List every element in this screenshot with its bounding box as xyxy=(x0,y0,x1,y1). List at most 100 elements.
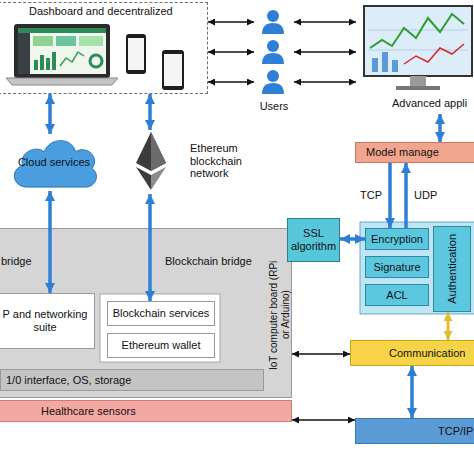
dashboard-panel xyxy=(56,36,76,46)
os-band: 1/0 interface, OS, storage xyxy=(0,369,264,391)
module-box: P and networking suite xyxy=(0,293,95,349)
connector-arrow xyxy=(292,353,350,354)
dashboard-panel xyxy=(79,36,103,46)
user-body xyxy=(262,83,284,94)
dashboard-donut xyxy=(90,55,102,67)
application-node: Advanced appli xyxy=(356,2,474,114)
connector-arrow xyxy=(208,81,254,82)
connector-arrow xyxy=(148,94,152,130)
monitor-screen xyxy=(364,6,472,76)
connector-arrow xyxy=(447,312,450,340)
node-label: Cloud services xyxy=(18,156,90,169)
chart-line xyxy=(370,14,464,48)
monitor-base xyxy=(396,86,440,90)
connector-arrow xyxy=(294,81,356,82)
module-box: Ethereum wallet xyxy=(107,333,215,358)
module-box: Blockchain services xyxy=(107,301,215,326)
connector-arrow xyxy=(410,366,414,418)
ethereum-logo xyxy=(151,132,166,171)
ethereum-logo xyxy=(136,167,151,190)
node-label: IoT computer board (RPi or Arduino) xyxy=(268,259,292,371)
dashboard-bar xyxy=(34,60,38,70)
dashboard-screen xyxy=(18,28,106,74)
cloud-outline xyxy=(14,141,96,187)
security-box: Authentication xyxy=(433,226,471,312)
dashboard-sidebar xyxy=(18,33,30,74)
protocol-label: TCP xyxy=(360,189,382,201)
node-label: Ethereum wallet xyxy=(122,339,201,352)
node-label: P and networking suite xyxy=(0,308,91,333)
chart-line xyxy=(404,44,464,64)
laptop-screen xyxy=(14,24,110,78)
chart-bar xyxy=(382,52,388,72)
connector-arrow xyxy=(438,114,442,142)
connector-arrow xyxy=(294,51,356,52)
dashboard-bar xyxy=(46,58,50,70)
iot-board: bridge Blockchain bridgeIoT computer boar… xyxy=(0,228,292,398)
security-box: ACL xyxy=(365,284,429,306)
communication-bar: Communication xyxy=(350,340,474,366)
connector-arrow xyxy=(340,237,365,241)
connector-arrow xyxy=(292,419,355,420)
security-container xyxy=(360,222,474,314)
blockchain-network: Ethereum blockchain network xyxy=(128,130,260,194)
phone-screen xyxy=(128,38,144,70)
node-label: Blockchain services xyxy=(113,307,210,320)
phone-icon xyxy=(126,34,146,74)
chart-grid xyxy=(368,50,468,51)
chart-bar xyxy=(392,60,398,72)
dashboard-bar xyxy=(52,52,56,70)
node-label: Advanced appli xyxy=(392,97,474,110)
dashboard-header xyxy=(18,28,106,33)
connector-arrow xyxy=(148,194,152,301)
connector-arrow xyxy=(208,51,254,52)
connector-arrow xyxy=(294,21,356,22)
dashboard-bar xyxy=(40,55,44,70)
node-label: Ethereum blockchain network xyxy=(190,142,258,180)
connector-arrow xyxy=(48,191,52,293)
dashboard-line xyxy=(60,52,84,66)
user-head xyxy=(267,70,279,82)
phone-screen xyxy=(164,54,182,86)
node-label: Blockchain bridge xyxy=(165,255,265,268)
node-label: TCP/IP xyxy=(438,425,473,438)
protocol-label: UDP xyxy=(414,189,437,201)
user-head xyxy=(267,10,279,22)
node-label: Signature xyxy=(373,261,420,274)
connector-arrow xyxy=(208,21,254,22)
dashboard-panel xyxy=(33,36,53,46)
monitor-stand xyxy=(410,76,426,86)
node-label: Authentication xyxy=(446,234,459,304)
users-node: Users xyxy=(254,4,294,114)
node-label: Dashboard and decentralized xyxy=(29,5,205,18)
node-label: Healthcare sensors xyxy=(41,405,136,418)
node-label: Encryption xyxy=(371,233,423,246)
cloud-node: Cloud services xyxy=(8,134,100,191)
user-body xyxy=(262,23,284,34)
ethereum-logo xyxy=(151,167,166,190)
user-body xyxy=(262,53,284,64)
protocol-bar: TCP/IP xyxy=(355,418,474,444)
phone-icon xyxy=(162,50,184,90)
user-head xyxy=(267,40,279,52)
model-bar: Model manage xyxy=(355,142,474,163)
connector-arrow xyxy=(404,163,408,228)
node-label: ACL xyxy=(386,289,407,302)
node-label: 1/0 interface, OS, storage xyxy=(6,374,131,387)
ethereum-logo xyxy=(136,132,166,171)
connector-arrow xyxy=(48,94,52,134)
laptop-base xyxy=(6,78,118,85)
node-label: Users xyxy=(250,100,298,113)
node-label: bridge xyxy=(1,255,51,268)
dashboard-group: Dashboard and decentralized xyxy=(0,2,208,94)
security-box: Signature xyxy=(365,256,429,278)
security-box: Encryption xyxy=(365,228,429,250)
sensor-band: Healthcare sensors xyxy=(0,400,292,422)
algorithm-box: SSL algorithm xyxy=(287,218,340,262)
node-label: Communication xyxy=(389,347,465,360)
connector-arrow xyxy=(388,163,392,228)
